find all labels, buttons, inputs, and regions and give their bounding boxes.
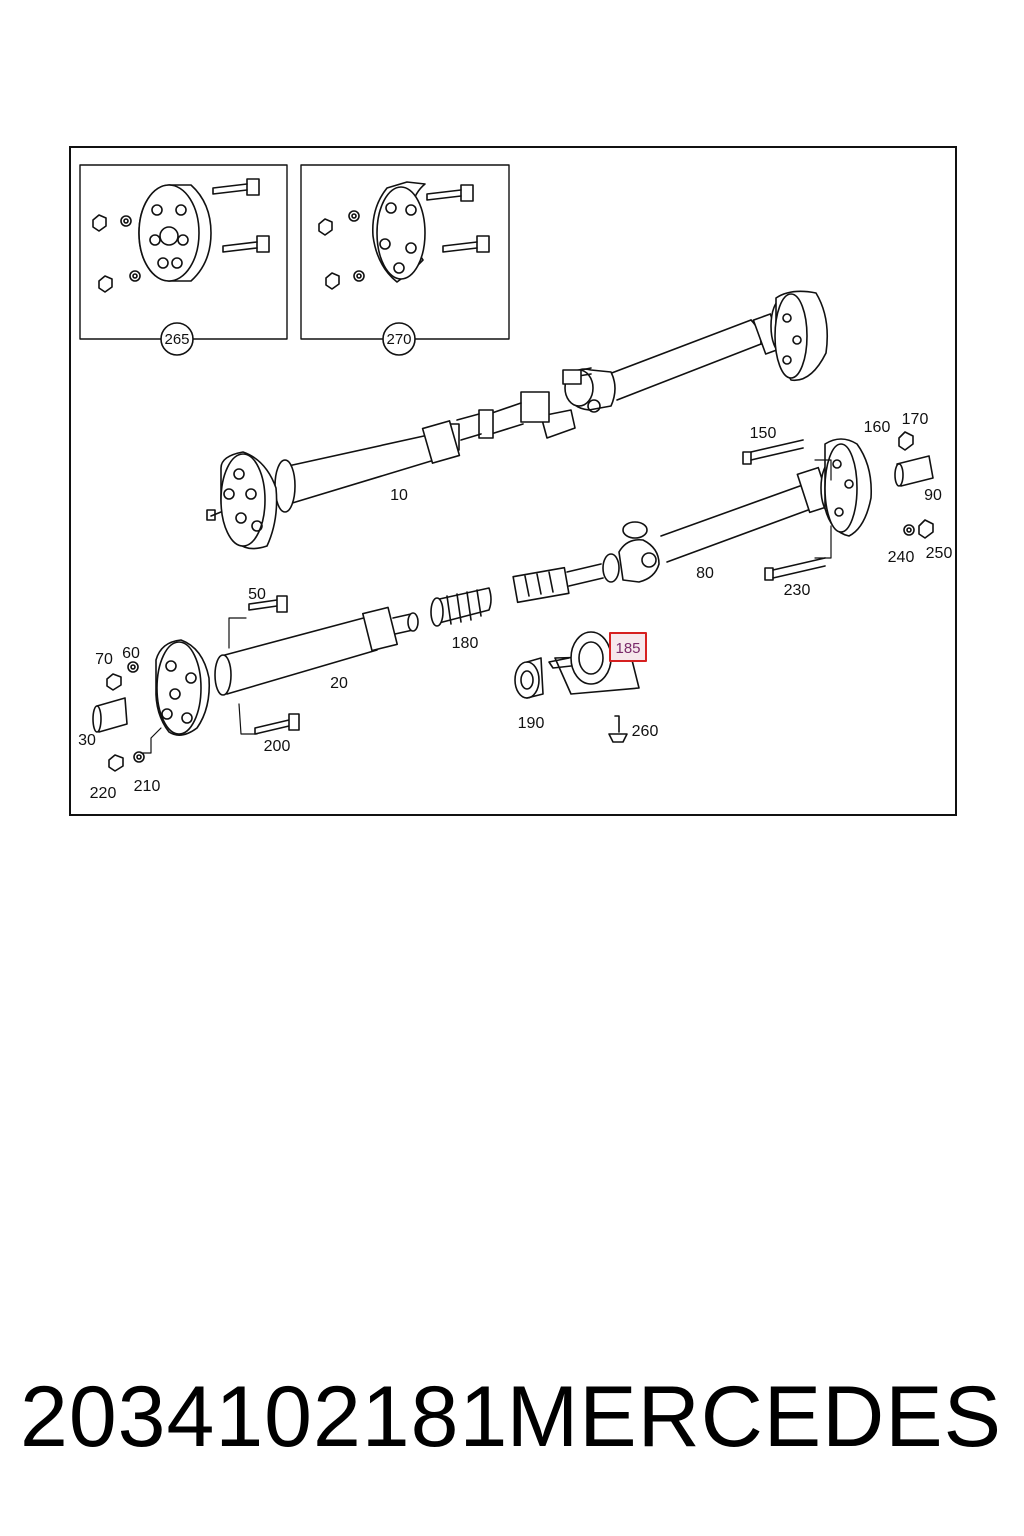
bearing-190 <box>514 657 544 699</box>
callout-150: 150 <box>750 425 777 442</box>
kit-270-box: 270 <box>300 164 510 356</box>
part-number: 2034102181 <box>20 1369 509 1465</box>
callout-10: 10 <box>390 487 408 504</box>
parts-diagram: 265 270 <box>78 164 952 802</box>
parts-diagram-frame: 265 270 <box>69 146 957 816</box>
callout-210: 210 <box>134 778 161 795</box>
rear-shaft-80 <box>512 438 873 604</box>
callout-70: 70 <box>95 651 113 668</box>
bolt-230 <box>764 557 826 581</box>
bolt-200 <box>254 713 300 735</box>
kit-270-label: 270 <box>386 331 411 348</box>
callout-80: 80 <box>696 565 714 582</box>
callout-20: 20 <box>330 675 348 692</box>
fasteners-left <box>92 661 145 772</box>
kit-265-box: 265 <box>79 164 288 356</box>
callout-160: 160 <box>864 419 891 436</box>
bolt-50 <box>248 595 288 613</box>
callout-185: 185 <box>615 640 640 657</box>
front-shaft-20 <box>140 606 419 754</box>
callout-60: 60 <box>122 645 140 662</box>
bolt-260 <box>608 715 628 743</box>
boot-180 <box>430 587 492 627</box>
drive-shaft-assembly <box>206 290 829 550</box>
callout-230: 230 <box>784 582 811 599</box>
callout-190: 190 <box>518 715 545 732</box>
footer: 2034102181 MERCEDES <box>0 1362 1024 1472</box>
callout-220: 220 <box>90 785 117 802</box>
bolt-150 <box>742 439 804 465</box>
callout-180: 180 <box>452 635 479 652</box>
kit-265-label: 265 <box>164 331 189 348</box>
callout-30: 30 <box>78 732 96 749</box>
callout-240: 240 <box>888 549 915 566</box>
callout-250: 250 <box>926 545 953 562</box>
callout-260: 260 <box>632 723 659 740</box>
center-bearing-185 <box>548 631 640 695</box>
callout-170: 170 <box>902 411 929 428</box>
highlighted-callout-185[interactable]: 185 <box>609 632 647 662</box>
highlight-box <box>609 632 647 662</box>
callout-labels: 10 20 30 50 60 70 80 90 150 160 170 180 … <box>78 411 952 802</box>
callout-200: 200 <box>264 738 291 755</box>
callout-50: 50 <box>248 586 266 603</box>
brand-name: MERCEDES <box>506 1369 1002 1465</box>
callout-90: 90 <box>924 487 942 504</box>
fasteners-right <box>894 431 934 539</box>
